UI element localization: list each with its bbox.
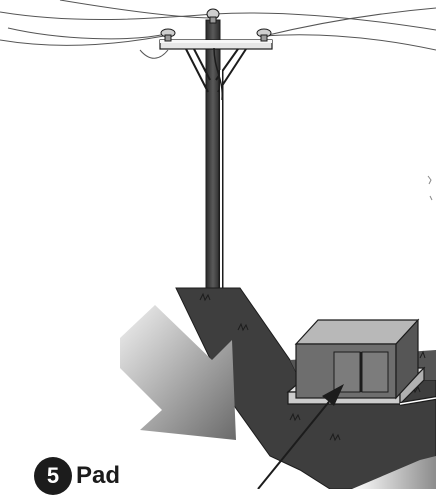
step-number-badge: 5 (34, 457, 72, 495)
background-marks (428, 176, 432, 200)
step-label: 5 Pad (34, 456, 120, 496)
step-title: Pad (76, 457, 120, 495)
pole-shaft (206, 20, 220, 292)
pad-mounted-transformer-icon (288, 320, 424, 404)
